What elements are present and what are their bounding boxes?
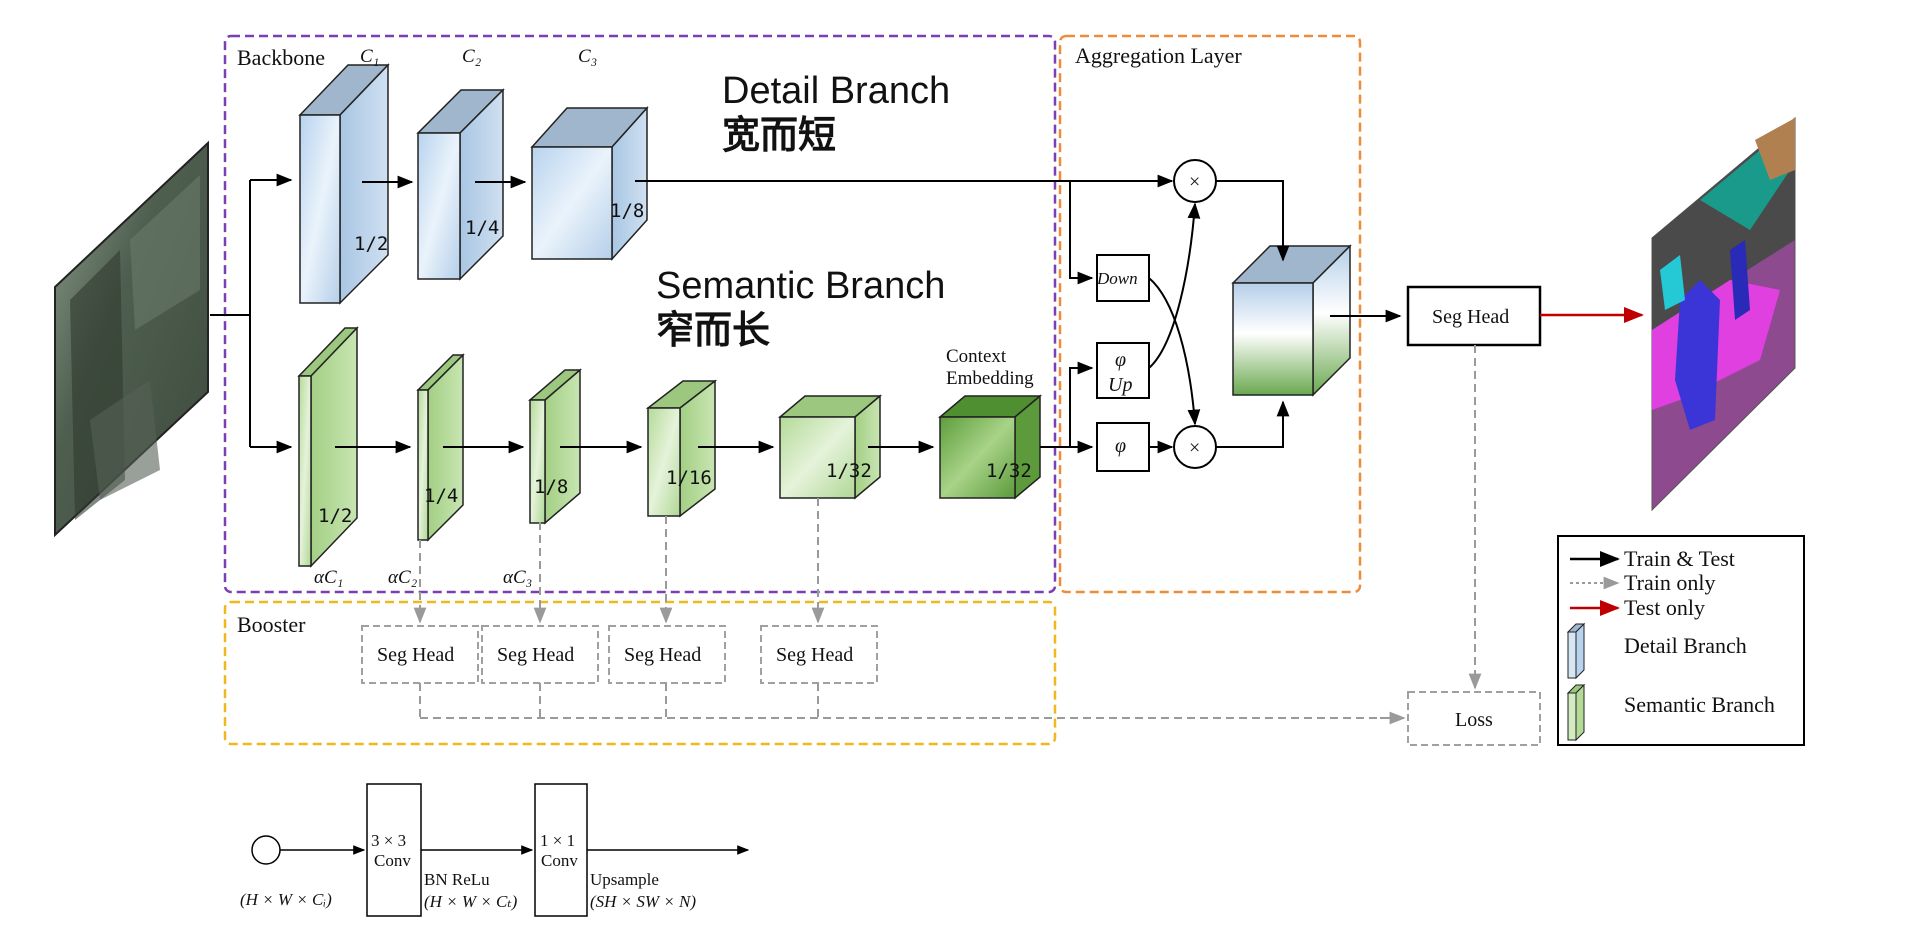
down-label: Down: [1096, 269, 1138, 288]
multiply-top-to-sum: [1216, 180, 1290, 262]
main-seg-head-label: Seg Head: [1432, 306, 1509, 328]
multiply-bottom-to-sum: [1216, 400, 1290, 448]
channel-c3: C₃: [578, 46, 597, 67]
semantic-branch-title: Semantic Branch: [656, 265, 945, 307]
booster-collect-line: [419, 683, 1400, 719]
upphi-to-multiply-top: [1148, 202, 1201, 369]
channel-c2: C₂: [462, 46, 482, 67]
channel-ac3: αC₃: [503, 567, 532, 588]
booster-seg-head-1-label: Seg Head: [377, 644, 454, 666]
ce-to-upphi: [1040, 361, 1094, 448]
booster-seg-head-2-label: Seg Head: [497, 644, 574, 666]
output-segmentation: [1651, 116, 1796, 512]
semantic-block-4: [645, 379, 718, 518]
aggregation-region: [1058, 34, 1362, 594]
multiply-bottom-label: ×: [1189, 437, 1200, 459]
booster-seg-head-3-label: Seg Head: [624, 644, 701, 666]
aggregated-feature-block: [1231, 244, 1352, 397]
phi-up-up-label: Up: [1108, 374, 1132, 396]
upsample-label: Upsample: [590, 870, 659, 889]
conv3x3-size: 3 × 3: [371, 831, 406, 850]
booster-seg-head-2: [481, 625, 599, 684]
legend-semantic-swatch: [1566, 683, 1586, 742]
loss-label: Loss: [1455, 709, 1493, 731]
detail-branch-subtitle: 宽而短: [722, 114, 836, 157]
detail-block-3: [530, 106, 649, 261]
multiply-top-label: ×: [1189, 171, 1200, 193]
phi-label: φ: [1115, 435, 1126, 457]
conv1x1-size: 1 × 1: [540, 831, 575, 850]
context-embedding-label-2: Embedding: [946, 368, 1034, 389]
mid-dims: (H × W × Cₜ): [424, 892, 518, 911]
seghead-input-node: [251, 835, 281, 865]
conv1x1-box: [534, 783, 588, 917]
detail-block-1: [298, 63, 390, 305]
detail-scale-2: 1/4: [465, 217, 499, 239]
main-seg-head: [1406, 285, 1542, 347]
booster-seg-head-3: [608, 625, 726, 684]
semantic-scale-3: 1/8: [534, 476, 568, 498]
legend-train-only: Train only: [1624, 570, 1715, 595]
booster-region: [223, 600, 1057, 746]
input-image: [54, 140, 209, 538]
semantic-scale-1: 1/2: [318, 505, 352, 527]
booster-seg-head-4-label: Seg Head: [776, 644, 853, 666]
bn-relu-label: BN ReLu: [424, 870, 490, 889]
legend-box: [1557, 535, 1805, 746]
booster-seg-head-1: [361, 625, 479, 684]
legend-test-only: Test only: [1624, 595, 1705, 620]
down-to-multiply-bottom: [1148, 277, 1201, 426]
semantic-scale-6: 1/32: [986, 460, 1032, 482]
context-embedding-label-1: Context: [946, 346, 1007, 367]
out-dims: (SH × SW × N): [590, 892, 696, 911]
semantic-branch-subtitle: 窄而长: [656, 309, 770, 352]
conv3x3-label: Conv: [374, 851, 411, 870]
booster-seg-head-4: [760, 625, 878, 684]
detail-scale-3: 1/8: [610, 200, 644, 222]
phi-up-box: [1096, 342, 1150, 399]
booster-label: Booster: [237, 612, 306, 637]
conv3x3-box: [366, 783, 422, 917]
channel-ac1: αC₁: [314, 567, 343, 588]
legend-detail-swatch: [1566, 622, 1586, 680]
detail-scale-1: 1/2: [354, 233, 388, 255]
semantic-scale-2: 1/4: [424, 485, 458, 507]
semantic-scale-4: 1/16: [666, 467, 712, 489]
semantic-scale-5: 1/32: [826, 460, 872, 482]
context-embedding-block: [937, 394, 1043, 500]
detail-to-down: [1069, 181, 1094, 285]
channel-c1: C₁: [360, 46, 379, 67]
legend-semantic: Semantic Branch: [1624, 692, 1775, 717]
phi-up-phi-label: φ: [1115, 349, 1126, 371]
backbone-label: Backbone: [237, 45, 325, 70]
loss-box: [1407, 691, 1541, 746]
aggregation-label: Aggregation Layer: [1075, 43, 1242, 68]
input-trunk: [210, 180, 251, 447]
detail-block-2: [416, 88, 505, 281]
conv1x1-label: Conv: [541, 851, 578, 870]
seghead-input-dims: (H × W × Cᵢ): [240, 890, 332, 909]
legend-train-test: Train & Test: [1624, 546, 1735, 571]
channel-ac2: αC₂: [388, 567, 418, 588]
detail-branch-title: Detail Branch: [722, 70, 950, 112]
legend-detail: Detail Branch: [1624, 633, 1747, 658]
semantic-block-1: [297, 326, 359, 568]
semantic-block-5: [777, 394, 883, 500]
